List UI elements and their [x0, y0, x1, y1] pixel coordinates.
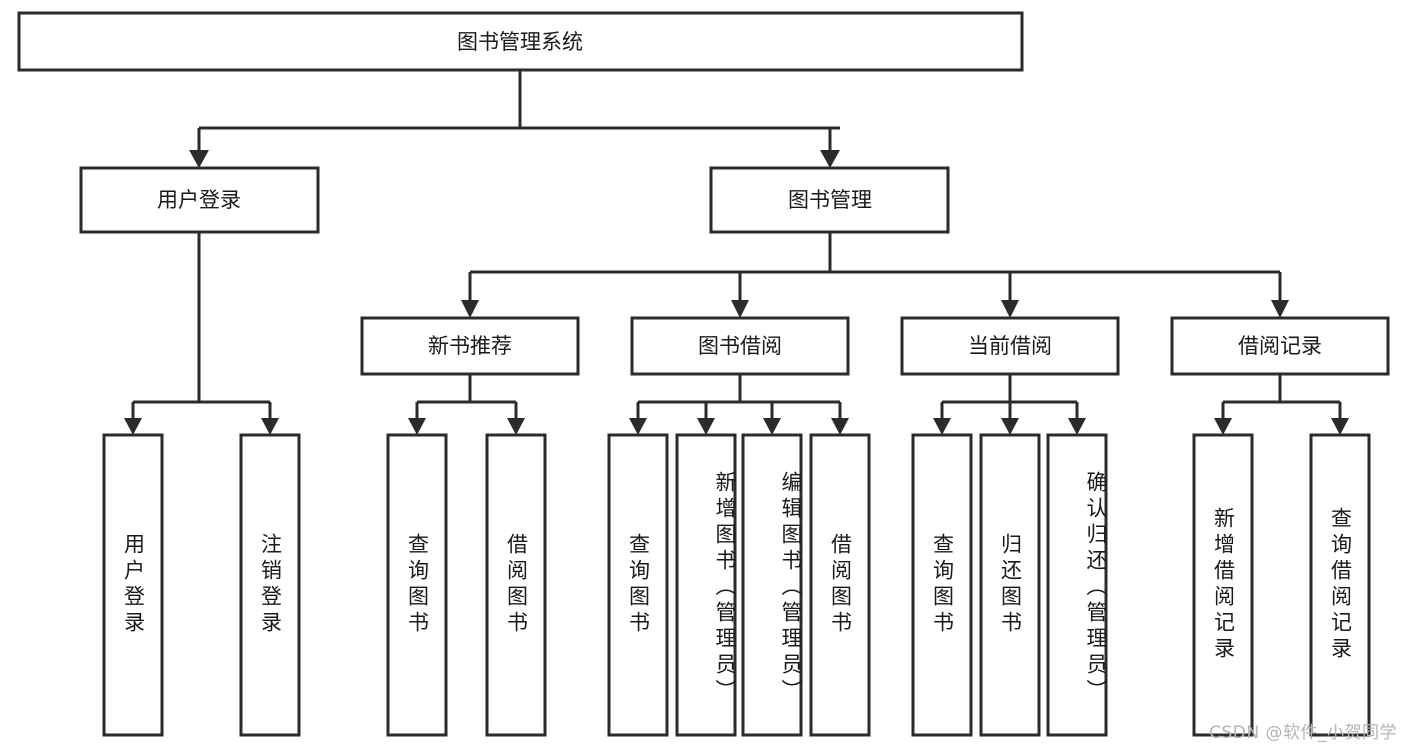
- arrowhead-leaf-borrow-book-1: [507, 418, 525, 435]
- node-box-leaf-query-book-3[interactable]: [911, 433, 973, 737]
- arrowhead-leaf-user-login: [124, 418, 142, 435]
- node-box-leaf-return-book[interactable]: [979, 433, 1041, 737]
- node-box-leaf-borrow-book-1[interactable]: [485, 433, 547, 737]
- arrowhead-leaf-edit-book: [763, 418, 781, 435]
- arrowhead-current-borrow: [1001, 300, 1019, 318]
- arrowhead-leaf-query-book-2: [629, 418, 647, 435]
- connector-book-management-to-level3: [468, 232, 1282, 302]
- arrowhead-leaf-borrow-book-2: [831, 418, 849, 435]
- arrowhead-to-book-management: [820, 150, 840, 168]
- node-box-leaf-edit-book[interactable]: [741, 433, 803, 737]
- connector-borrow-record-to-leaves: [1221, 374, 1342, 420]
- connector-current-borrow-to-leaves: [940, 374, 1079, 420]
- connector-user-login-to-leaves: [131, 232, 272, 420]
- node-box-user-login[interactable]: [79, 166, 320, 234]
- connector-book-borrow-to-leaves: [636, 374, 842, 420]
- node-label-borrow-record: 借阅记录: [1238, 334, 1322, 358]
- arrowhead-new-book-recommend: [461, 300, 479, 318]
- connector-root-to-level2: [197, 70, 840, 152]
- node-label-root: 图书管理系统: [457, 30, 583, 54]
- arrowhead-leaf-query-book-3: [933, 418, 951, 435]
- csdn-watermark: CSDN @软件_小贺同学: [1209, 723, 1397, 743]
- arrowhead-leaf-add-record: [1214, 418, 1232, 435]
- node-box-borrow-record[interactable]: [1170, 316, 1390, 376]
- connector-new-book-recommend-to-leaves: [415, 374, 518, 420]
- arrowhead-leaf-add-book: [697, 418, 715, 435]
- node-box-leaf-query-record[interactable]: [1309, 433, 1371, 737]
- arrowhead-leaf-query-book-1: [408, 418, 426, 435]
- arrowhead-book-borrow: [731, 300, 749, 318]
- node-box-current-borrow[interactable]: [900, 316, 1120, 376]
- node-box-leaf-user-login[interactable]: [102, 433, 164, 737]
- node-box-leaf-borrow-book-2[interactable]: [809, 433, 871, 737]
- node-label-book-borrow: 图书借阅: [698, 334, 782, 358]
- node-box-leaf-add-book[interactable]: [675, 433, 737, 737]
- node-label-new-book-recommend: 新书推荐: [428, 334, 512, 358]
- node-box-root[interactable]: [17, 11, 1024, 72]
- arrowhead-leaf-return-book: [1001, 418, 1019, 435]
- arrowhead-leaf-logout: [261, 418, 279, 435]
- node-box-new-book-recommend[interactable]: [360, 316, 580, 376]
- node-box-book-borrow[interactable]: [630, 316, 850, 376]
- node-label-current-borrow: 当前借阅: [968, 334, 1052, 358]
- node-box-book-management[interactable]: [709, 166, 950, 234]
- arrowhead-borrow-record: [1271, 300, 1289, 318]
- node-box-leaf-query-book-1[interactable]: [386, 433, 448, 737]
- arrowhead-leaf-confirm-return: [1068, 418, 1086, 435]
- arrowhead-leaf-query-record: [1331, 418, 1349, 435]
- node-box-leaf-add-record[interactable]: [1192, 433, 1254, 737]
- node-box-leaf-logout[interactable]: [239, 433, 301, 737]
- node-label-book-management: 图书管理: [788, 188, 872, 212]
- node-box-leaf-confirm-return[interactable]: [1046, 433, 1108, 737]
- node-label-user-login: 用户登录: [157, 188, 241, 212]
- node-box-leaf-query-book-2[interactable]: [607, 433, 669, 737]
- arrowhead-to-user-login: [189, 150, 209, 168]
